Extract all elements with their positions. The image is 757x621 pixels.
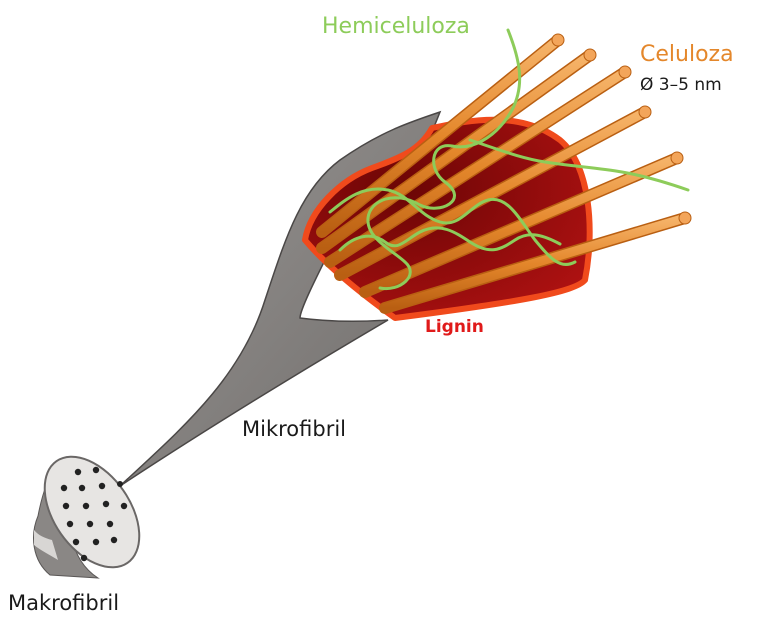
cellulose-diameter-label: Ø 3–5 nm bbox=[640, 75, 722, 95]
microfibril-label: Mikrofibril bbox=[242, 417, 346, 441]
cellulose-label: Celuloza bbox=[640, 42, 734, 67]
hemicellulose-label: Hemiceluloza bbox=[322, 14, 470, 39]
lignin-label: Lignin bbox=[425, 317, 484, 337]
macrofibril-cross-section-icon bbox=[25, 439, 158, 584]
macrofibril-label: Makrofibril bbox=[8, 591, 119, 615]
